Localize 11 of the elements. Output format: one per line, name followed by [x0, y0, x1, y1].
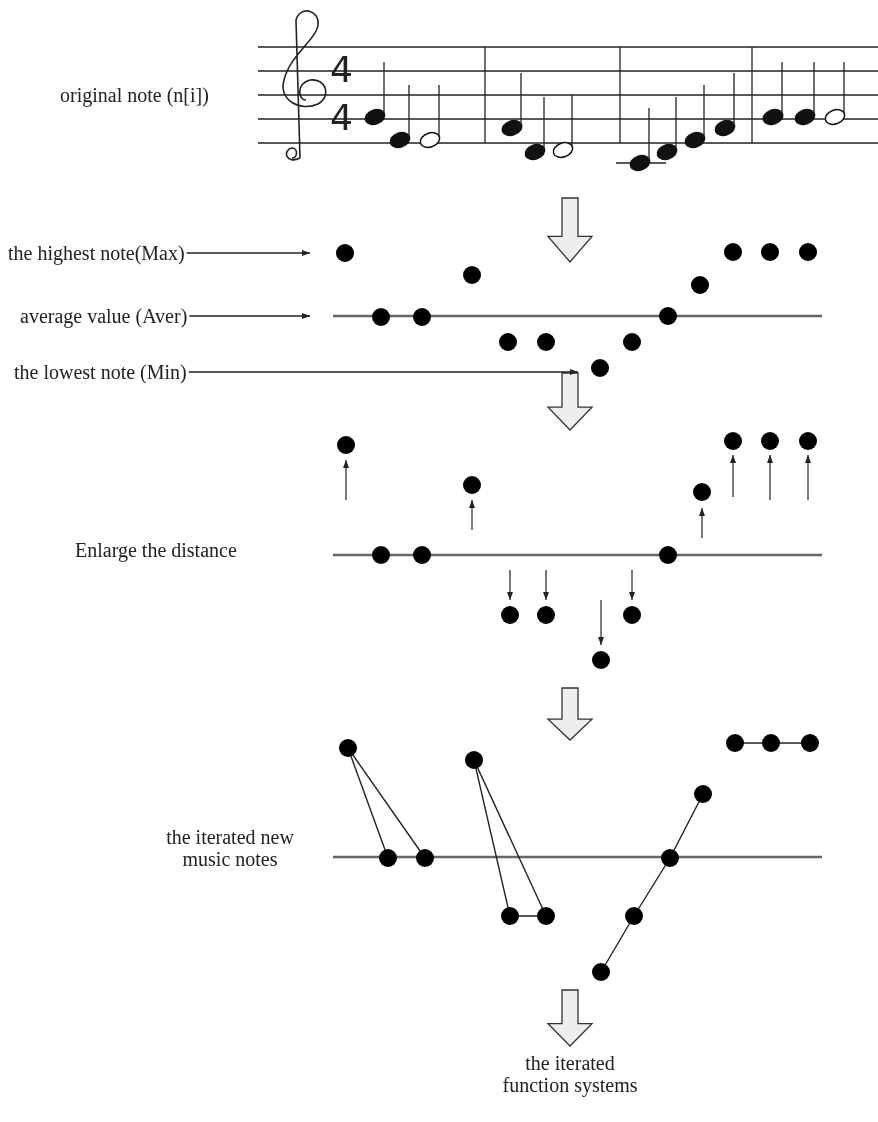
- row-label: average value (Aver): [20, 305, 188, 327]
- row-label: the highest note(Max): [8, 242, 185, 264]
- leader-arrow: [188, 369, 579, 375]
- leader-arrow: [188, 313, 311, 319]
- row-label: the lowest note (Min): [14, 361, 187, 383]
- step-label: Enlarge the distance: [75, 539, 237, 561]
- block-arrow: [546, 989, 594, 1047]
- result-label: the iterated function systems: [490, 1052, 650, 1096]
- leader-arrow: [186, 250, 311, 256]
- step-label: the iterated new music notes: [150, 826, 310, 870]
- row-label: original note (n[i]): [60, 84, 209, 106]
